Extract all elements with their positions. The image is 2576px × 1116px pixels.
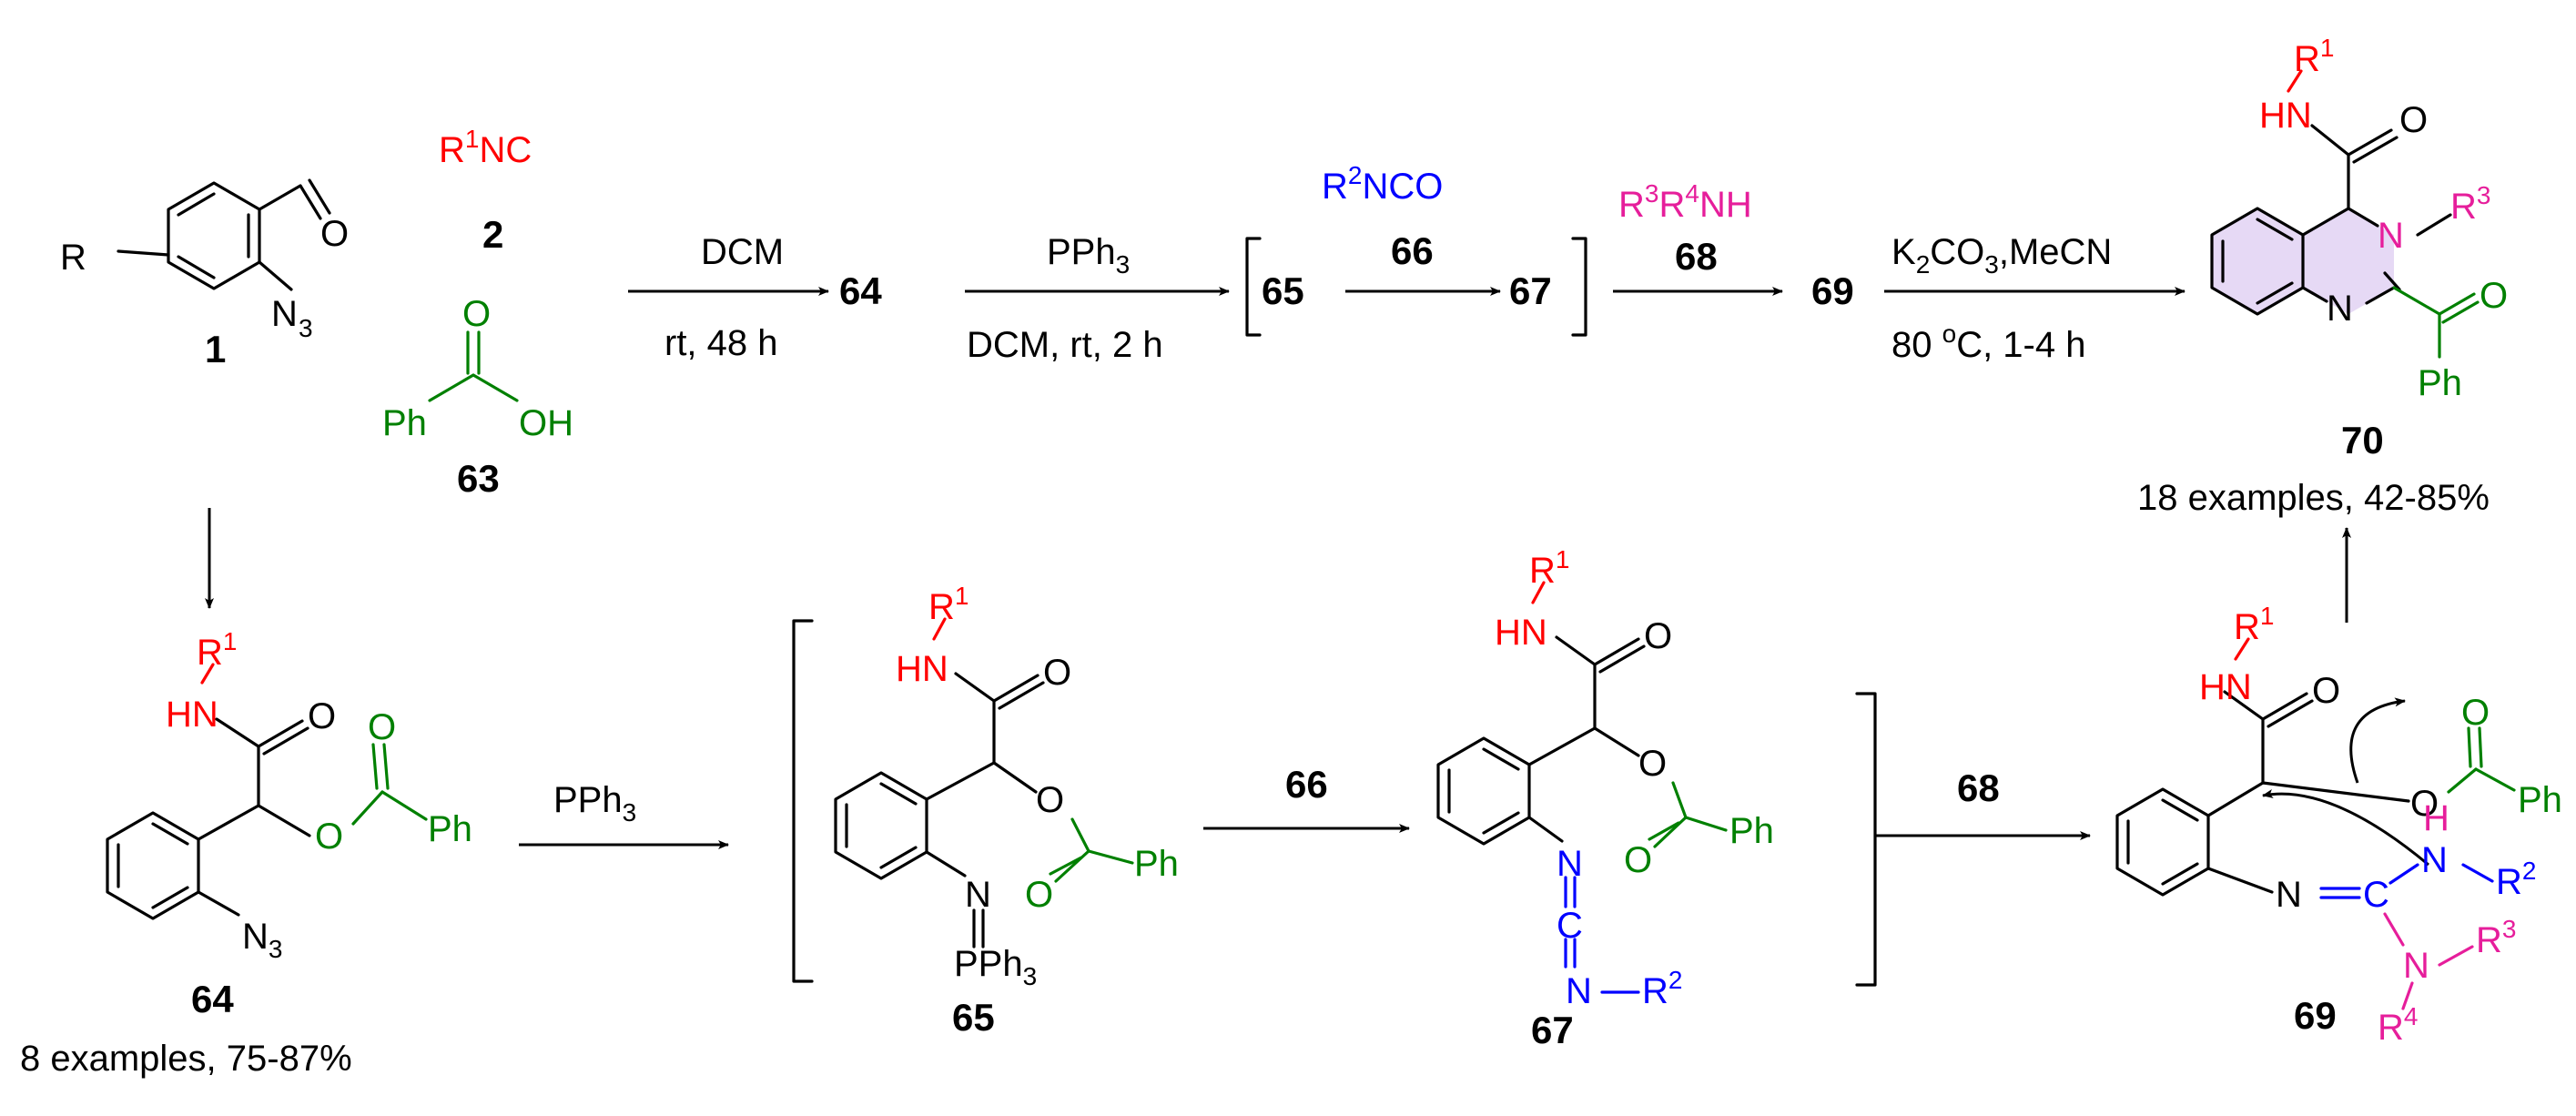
- compound-63-label: 63: [457, 457, 500, 500]
- p70-o-amide: O: [2399, 100, 2428, 140]
- c69-hn: HN: [2199, 667, 2252, 707]
- cond-temp: 80 oC, 1-4 h: [1891, 320, 2085, 365]
- compound-69-structure: [2115, 637, 2516, 1010]
- c69-n-imine: N: [2276, 875, 2302, 915]
- svg-text:O: O: [462, 294, 491, 334]
- azide-sub: 3: [299, 314, 313, 342]
- compound-65-top: 65: [1262, 269, 1304, 312]
- c69-o-amide: O: [2312, 671, 2340, 711]
- c65-r1: R1: [928, 582, 969, 627]
- c67-ph: Ph: [1729, 811, 1774, 851]
- c69-r4: R4: [2378, 1002, 2418, 1048]
- c67-o-ester: O: [1638, 744, 1667, 784]
- c69-h: H: [2423, 798, 2449, 838]
- p70-o-ketone: O: [2480, 276, 2508, 316]
- cond-dcm-rt2: DCM, rt, 2 h: [967, 325, 1163, 365]
- c64-ph: Ph: [428, 809, 472, 849]
- c64-o-amide: O: [308, 696, 336, 736]
- c64-hn: HN: [166, 695, 218, 735]
- p70-r3: R3: [2450, 181, 2490, 227]
- p70-r1: R1: [2294, 34, 2334, 79]
- c67-r2: R2: [1642, 966, 1682, 1011]
- r3r4nh-reagent: R3R4NH: [1618, 179, 1752, 225]
- c65-o-carbonyl: O: [1025, 875, 1053, 915]
- c65-pph3: PPh3: [954, 944, 1037, 990]
- c65-o-amide: O: [1043, 653, 1071, 693]
- c69-ph: Ph: [2518, 780, 2562, 820]
- c69-r2: R2: [2496, 857, 2536, 902]
- isocyanide-2: R1NC: [439, 125, 532, 170]
- svg-text:OH: OH: [519, 403, 573, 443]
- c67-hn: HN: [1495, 613, 1547, 653]
- c69-o-carbonyl: O: [2461, 693, 2490, 733]
- compound-1-label: 1: [205, 328, 226, 370]
- c69-r1: R1: [2234, 602, 2274, 647]
- cond-rt48: rt, 48 h: [664, 323, 778, 363]
- compound-64-label: 64: [191, 978, 234, 1020]
- cond-pph3-bottom: PPh3: [553, 780, 636, 827]
- p70-n3: N: [2378, 216, 2404, 256]
- c64-n3: N3: [242, 917, 282, 963]
- cond-k2co3: K2CO3,MeCN: [1891, 232, 2112, 279]
- c69-nh: N: [2421, 840, 2448, 880]
- p70-n1: N: [2327, 289, 2353, 329]
- p70-ph: Ph: [2418, 363, 2462, 403]
- cond-pph3: PPh3: [1047, 232, 1130, 279]
- yield-70: 18 examples, 42-85%: [2137, 478, 2490, 518]
- c67-n-top: N: [1557, 844, 1583, 884]
- c69-r3: R3: [2476, 915, 2516, 960]
- c65-hn: HN: [896, 649, 948, 689]
- cond-68-bottom: 68: [1957, 766, 2000, 809]
- aldehyde-o-label: O: [320, 214, 349, 254]
- bracket-left-bottom: [792, 619, 814, 983]
- compound-1-structure: O R N 3 1: [60, 178, 349, 370]
- c64-o-ester: O: [315, 817, 343, 857]
- p70-hn: HN: [2259, 96, 2312, 136]
- compound-67-top: 67: [1509, 269, 1552, 312]
- c65-o-ester: O: [1036, 780, 1064, 820]
- compound-68-top: 68: [1675, 235, 1718, 278]
- c67-n-bottom: N: [1566, 971, 1592, 1011]
- c69-n-amine: N: [2403, 946, 2429, 986]
- compound-67-label: 67: [1531, 1009, 1574, 1051]
- compound-64-structure: [106, 663, 428, 920]
- c65-ph: Ph: [1134, 844, 1179, 884]
- compound-65-structure: [834, 617, 1134, 949]
- svg-text:Ph: Ph: [382, 403, 427, 443]
- c64-r1: R1: [197, 627, 237, 673]
- r-substituent-label: R: [60, 238, 86, 278]
- c67-o-amide: O: [1644, 616, 1672, 656]
- compound-69-top: 69: [1811, 269, 1854, 312]
- svg-text:R1NC: R1NC: [439, 125, 532, 170]
- bracket-right-top: [1571, 237, 1587, 337]
- compound-67-structure: [1436, 581, 1728, 994]
- c69-c: C: [2363, 875, 2389, 915]
- cond-dcm: DCM: [701, 232, 784, 272]
- c64-o-carbonyl: O: [368, 707, 396, 747]
- bracket-right-bottom: [1855, 692, 1877, 987]
- cond-66-bottom: 66: [1285, 763, 1328, 806]
- c65-n: N: [965, 875, 991, 915]
- benzoic-acid-63: O Ph OH: [382, 294, 573, 443]
- r2nco-reagent: R2NCO: [1322, 161, 1443, 207]
- compound-64-top: 64: [839, 269, 882, 312]
- c69-o-ester: O: [2410, 784, 2439, 824]
- compound-70-structure: [2210, 69, 2480, 359]
- c67-o-carbonyl: O: [1624, 840, 1652, 880]
- compound-2-label: 2: [482, 213, 503, 256]
- yield-64: 8 examples, 75-87%: [20, 1039, 352, 1079]
- c67-r1: R1: [1529, 545, 1569, 591]
- compound-70-label: 70: [2341, 419, 2384, 462]
- compound-66-top: 66: [1391, 229, 1434, 272]
- c67-c: C: [1557, 906, 1583, 946]
- compound-65-label: 65: [952, 996, 995, 1039]
- azide-label: N: [271, 294, 298, 334]
- compound-69-label: 69: [2294, 994, 2337, 1037]
- bracket-left-top: [1245, 237, 1262, 337]
